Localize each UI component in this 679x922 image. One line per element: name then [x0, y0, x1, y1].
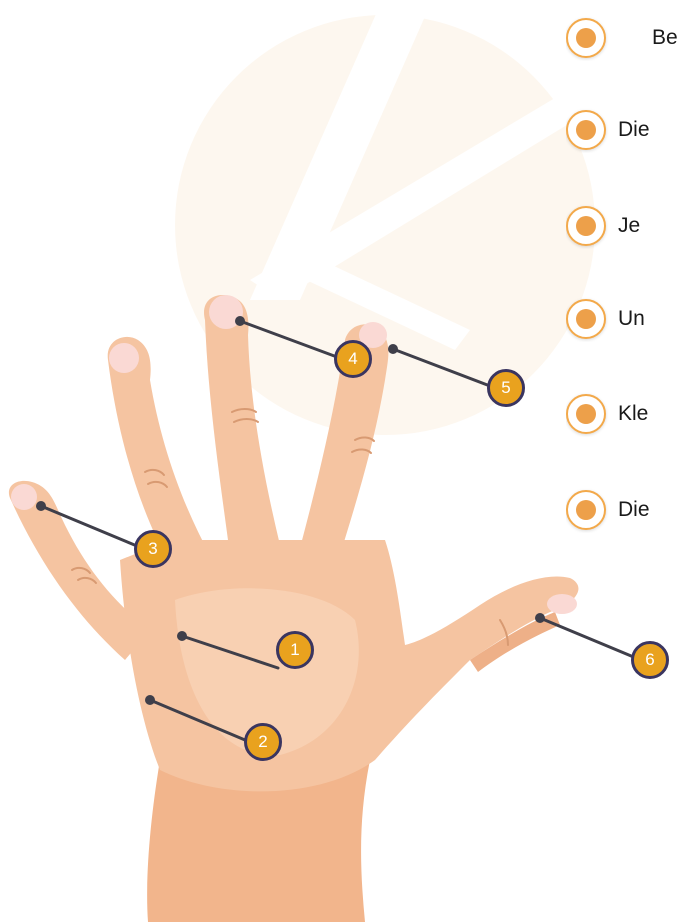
radio-dot-icon	[576, 309, 596, 329]
marker-1-number: 1	[290, 640, 299, 660]
nail-thumb	[547, 594, 577, 614]
marker-1[interactable]: 1	[276, 631, 314, 669]
marker-2[interactable]: 2	[244, 723, 282, 761]
radio-dot-icon	[576, 28, 596, 48]
marker-5-number: 5	[501, 378, 510, 398]
marker-6[interactable]: 6	[631, 641, 669, 679]
option-4[interactable]: Un	[566, 296, 679, 342]
radio-button-1[interactable]	[566, 18, 606, 58]
option-3[interactable]: Je	[566, 203, 679, 249]
radio-button-4[interactable]	[566, 299, 606, 339]
radio-dot-icon	[576, 404, 596, 424]
marker-2-number: 2	[258, 732, 267, 752]
nail-middle	[109, 343, 139, 373]
nail-pinky	[11, 484, 37, 510]
option-2[interactable]: Die	[566, 107, 679, 153]
option-6[interactable]: Die	[566, 487, 679, 533]
radio-dot-icon	[576, 120, 596, 140]
radio-button-5[interactable]	[566, 394, 606, 434]
radio-dot-icon	[576, 500, 596, 520]
marker-5[interactable]: 5	[487, 369, 525, 407]
marker-4[interactable]: 4	[334, 340, 372, 378]
radio-button-3[interactable]	[566, 206, 606, 246]
option-2-label: Die	[618, 118, 650, 142]
radio-button-2[interactable]	[566, 110, 606, 150]
option-1-label: Be	[652, 26, 678, 50]
marker-3[interactable]: 3	[134, 530, 172, 568]
option-1[interactable]: Be	[566, 15, 679, 61]
option-3-label: Je	[618, 214, 640, 238]
radio-button-6[interactable]	[566, 490, 606, 530]
radio-dot-icon	[576, 216, 596, 236]
leader-line-6	[540, 618, 636, 658]
marker-3-number: 3	[148, 539, 157, 559]
option-5[interactable]: Kle	[566, 391, 679, 437]
option-4-label: Un	[618, 307, 645, 331]
option-5-label: Kle	[618, 402, 648, 426]
option-6-label: Die	[618, 498, 650, 522]
marker-4-number: 4	[348, 349, 357, 369]
marker-6-number: 6	[645, 650, 654, 670]
